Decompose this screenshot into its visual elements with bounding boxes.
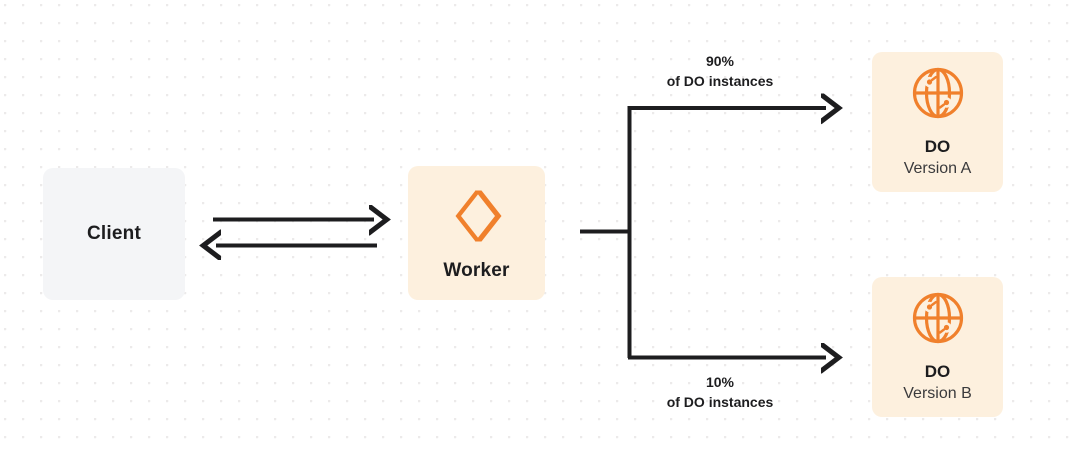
cloudflare-workers-icon bbox=[445, 184, 509, 248]
edge-label-do-a-caption: of DO instances bbox=[666, 73, 774, 90]
node-do-a-version: Version A bbox=[903, 159, 972, 177]
edge-label-do-b-percent: 10% bbox=[705, 374, 735, 390]
node-do-version-a: DO Version A bbox=[872, 52, 1003, 192]
node-do-a-label: DO bbox=[924, 137, 951, 157]
node-do-b-label: DO bbox=[924, 362, 951, 382]
node-worker: Worker bbox=[408, 166, 545, 300]
edge-label-do-a: 90% of DO instances bbox=[592, 51, 848, 92]
edge-label-do-b: 10% of DO instances bbox=[592, 372, 848, 413]
node-do-version-b: DO Version B bbox=[872, 277, 1003, 417]
edge-label-do-a-percent: 90% bbox=[705, 53, 735, 69]
globe-icon bbox=[909, 64, 967, 122]
globe-icon bbox=[909, 289, 967, 347]
edge-label-do-b-caption: of DO instances bbox=[666, 394, 774, 411]
node-client-label: Client bbox=[87, 222, 141, 244]
node-worker-label: Worker bbox=[443, 259, 510, 281]
node-do-b-version: Version B bbox=[903, 384, 972, 402]
node-client: Client bbox=[43, 168, 185, 300]
